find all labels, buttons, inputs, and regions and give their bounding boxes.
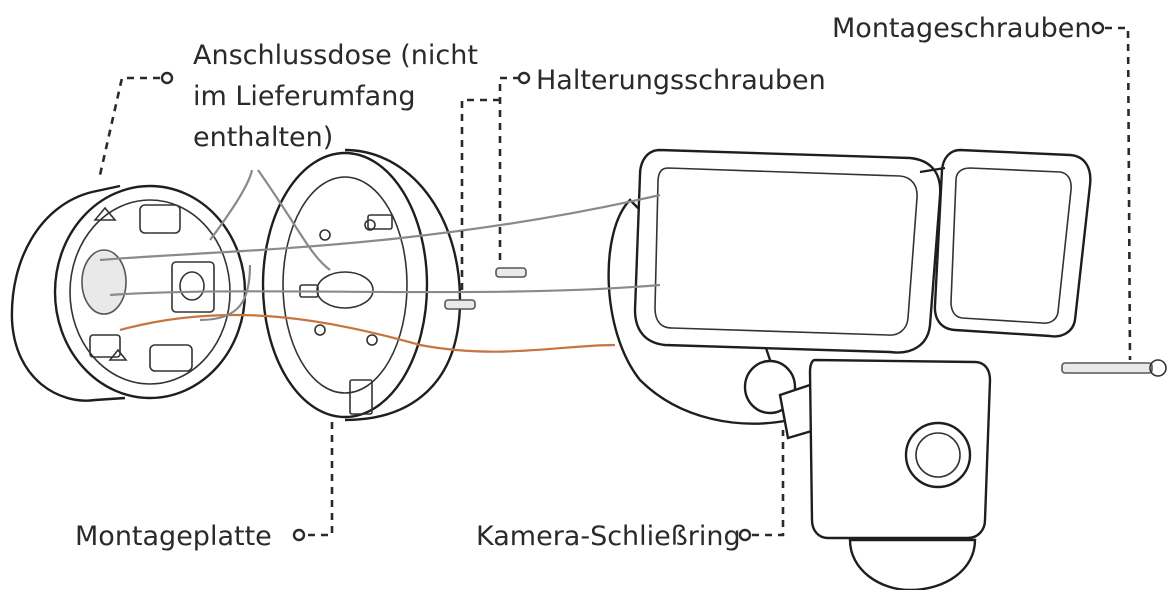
label-junction-box-line3: enthalten) <box>193 122 333 153</box>
label-mounting-screws: Montageschrauben <box>832 13 1091 44</box>
label-bracket-screws: Halterungsschrauben <box>536 65 826 96</box>
bracket-screws <box>444 267 527 310</box>
mounting-plate <box>261 148 462 422</box>
mounting-screw <box>1061 359 1167 377</box>
wires <box>99 169 661 353</box>
label-mounting-plate: Montageplatte <box>75 521 272 552</box>
label-junction-box-line1: Anschlussdose (nicht <box>193 40 478 71</box>
leader-lines <box>98 21 1132 542</box>
camera-module <box>743 358 992 590</box>
label-camera-lock-ring: Kamera-Schließring <box>476 521 741 552</box>
label-junction-box-line2: im Lieferumfang <box>193 81 415 112</box>
floodlight-body <box>607 148 1092 425</box>
